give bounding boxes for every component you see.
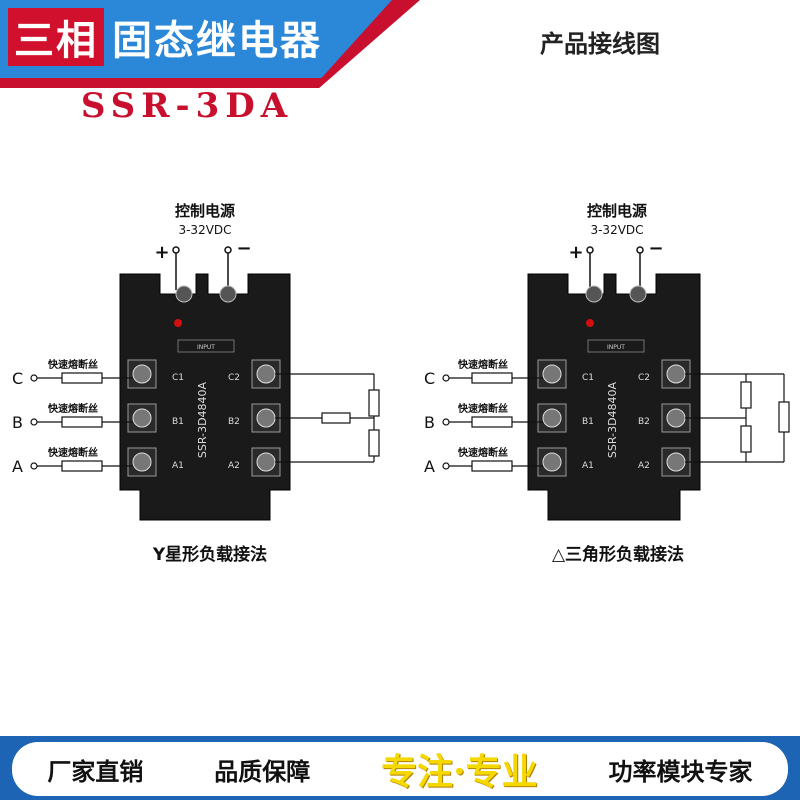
phase-c-label: C [424, 369, 435, 388]
footer-bar: 厂家直销 品质保障 专注·专业 功率模块专家 [0, 736, 800, 800]
relay-model-text: SSR-3D4840A [196, 381, 209, 458]
screw-b1[interactable] [542, 408, 562, 428]
screw-a1[interactable] [542, 452, 562, 472]
screw-c2[interactable] [256, 364, 276, 384]
model-number: SSR-3DA [80, 86, 294, 126]
input-screw-minus[interactable] [629, 285, 647, 303]
phase-inputs: C B A [12, 369, 23, 476]
wiring-diagrams: 控制电源 3-32VDC + − INPUT [12, 202, 790, 521]
footer-pill: 厂家直销 品质保障 专注·专业 功率模块专家 [12, 742, 788, 796]
screw-b1[interactable] [132, 408, 152, 428]
terminal-blocks-left [127, 359, 281, 477]
fuse-c [471, 372, 513, 384]
fuse-label-c: 快速熔断丝 [47, 358, 98, 371]
status-led [174, 319, 182, 327]
phase-inputs: C B A [424, 369, 435, 476]
phase-a-label: A [12, 457, 23, 476]
input-screw-minus[interactable] [219, 285, 237, 303]
label-a1: A1 [582, 461, 594, 471]
input-screw-plus[interactable] [585, 285, 603, 303]
fuse-label-b: 快速熔断丝 [457, 402, 508, 415]
input-label: INPUT [607, 344, 625, 351]
label-b2: B2 [228, 417, 240, 427]
power-range: 3-32VDC [590, 223, 643, 237]
minus-sign: − [648, 238, 663, 259]
minus-sign: − [236, 238, 251, 259]
fuse-a [471, 460, 513, 472]
phase-c-label: C [12, 369, 23, 388]
plus-terminal-dot [586, 246, 594, 254]
screw-a2[interactable] [256, 452, 276, 472]
label-a2: A2 [638, 461, 650, 471]
fuse-label-a: 快速熔断丝 [47, 446, 98, 459]
label-b2: B2 [638, 417, 650, 427]
footer-slogan: 专注·专业 [381, 751, 538, 793]
power-range: 3-32VDC [178, 223, 231, 237]
input-label: INPUT [197, 344, 215, 351]
screw-c1[interactable] [542, 364, 562, 384]
delta-wiring-diagram: 控制电源 3-32VDC + − INPUT C1 B [424, 202, 790, 521]
phase-b-label: B [424, 413, 435, 432]
delta-load [685, 373, 790, 463]
power-label: 控制电源 [587, 202, 647, 220]
power-label: 控制电源 [175, 202, 235, 220]
delta-caption: △三角形负载接法 [551, 545, 685, 565]
fuse-c [61, 372, 103, 384]
screw-a2[interactable] [666, 452, 686, 472]
screw-b2[interactable] [666, 408, 686, 428]
fuse-label-b: 快速熔断丝 [47, 402, 98, 415]
phase-b-label: B [12, 413, 23, 432]
minus-terminal-dot [636, 246, 644, 254]
footer-quality: 品质保障 [214, 757, 311, 786]
plus-sign: + [568, 242, 583, 263]
plus-sign: + [154, 242, 169, 263]
fuse-a [61, 460, 103, 472]
plus-terminal-dot [172, 246, 180, 254]
label-a1: A1 [172, 461, 184, 471]
fuse-label-c: 快速熔断丝 [457, 358, 508, 371]
title-part-b: 固态继电器 [112, 18, 322, 64]
page-title: 三相 固态继电器 [8, 6, 322, 68]
footer-expert: 功率模块专家 [608, 757, 753, 786]
label-b1: B1 [582, 417, 594, 427]
label-c1: C1 [172, 373, 184, 383]
screw-c1[interactable] [132, 364, 152, 384]
wiring-diagram-heading: 产品接线图 [540, 30, 660, 58]
label-c1: C1 [582, 373, 594, 383]
relay-model-text: SSR-3D4840A [606, 381, 619, 458]
minus-terminal-dot [224, 246, 232, 254]
phase-a-label: A [424, 457, 435, 476]
fuse-label-a: 快速熔断丝 [457, 446, 508, 459]
label-c2: C2 [638, 373, 650, 383]
label-b1: B1 [172, 417, 184, 427]
screw-c2[interactable] [666, 364, 686, 384]
fuse-b [471, 416, 513, 428]
screw-a1[interactable] [132, 452, 152, 472]
footer-direct-sale: 厂家直销 [47, 757, 144, 786]
label-c2: C2 [228, 373, 240, 383]
fuse-b [61, 416, 103, 428]
status-led [586, 319, 594, 327]
star-load [275, 373, 380, 463]
star-caption: Y星形负载接法 [152, 545, 268, 565]
screw-b2[interactable] [256, 408, 276, 428]
label-a2: A2 [228, 461, 240, 471]
input-screw-plus[interactable] [175, 285, 193, 303]
star-wiring-diagram: 控制电源 3-32VDC + − INPUT [12, 202, 380, 521]
title-part-a: 三相 [8, 8, 104, 66]
